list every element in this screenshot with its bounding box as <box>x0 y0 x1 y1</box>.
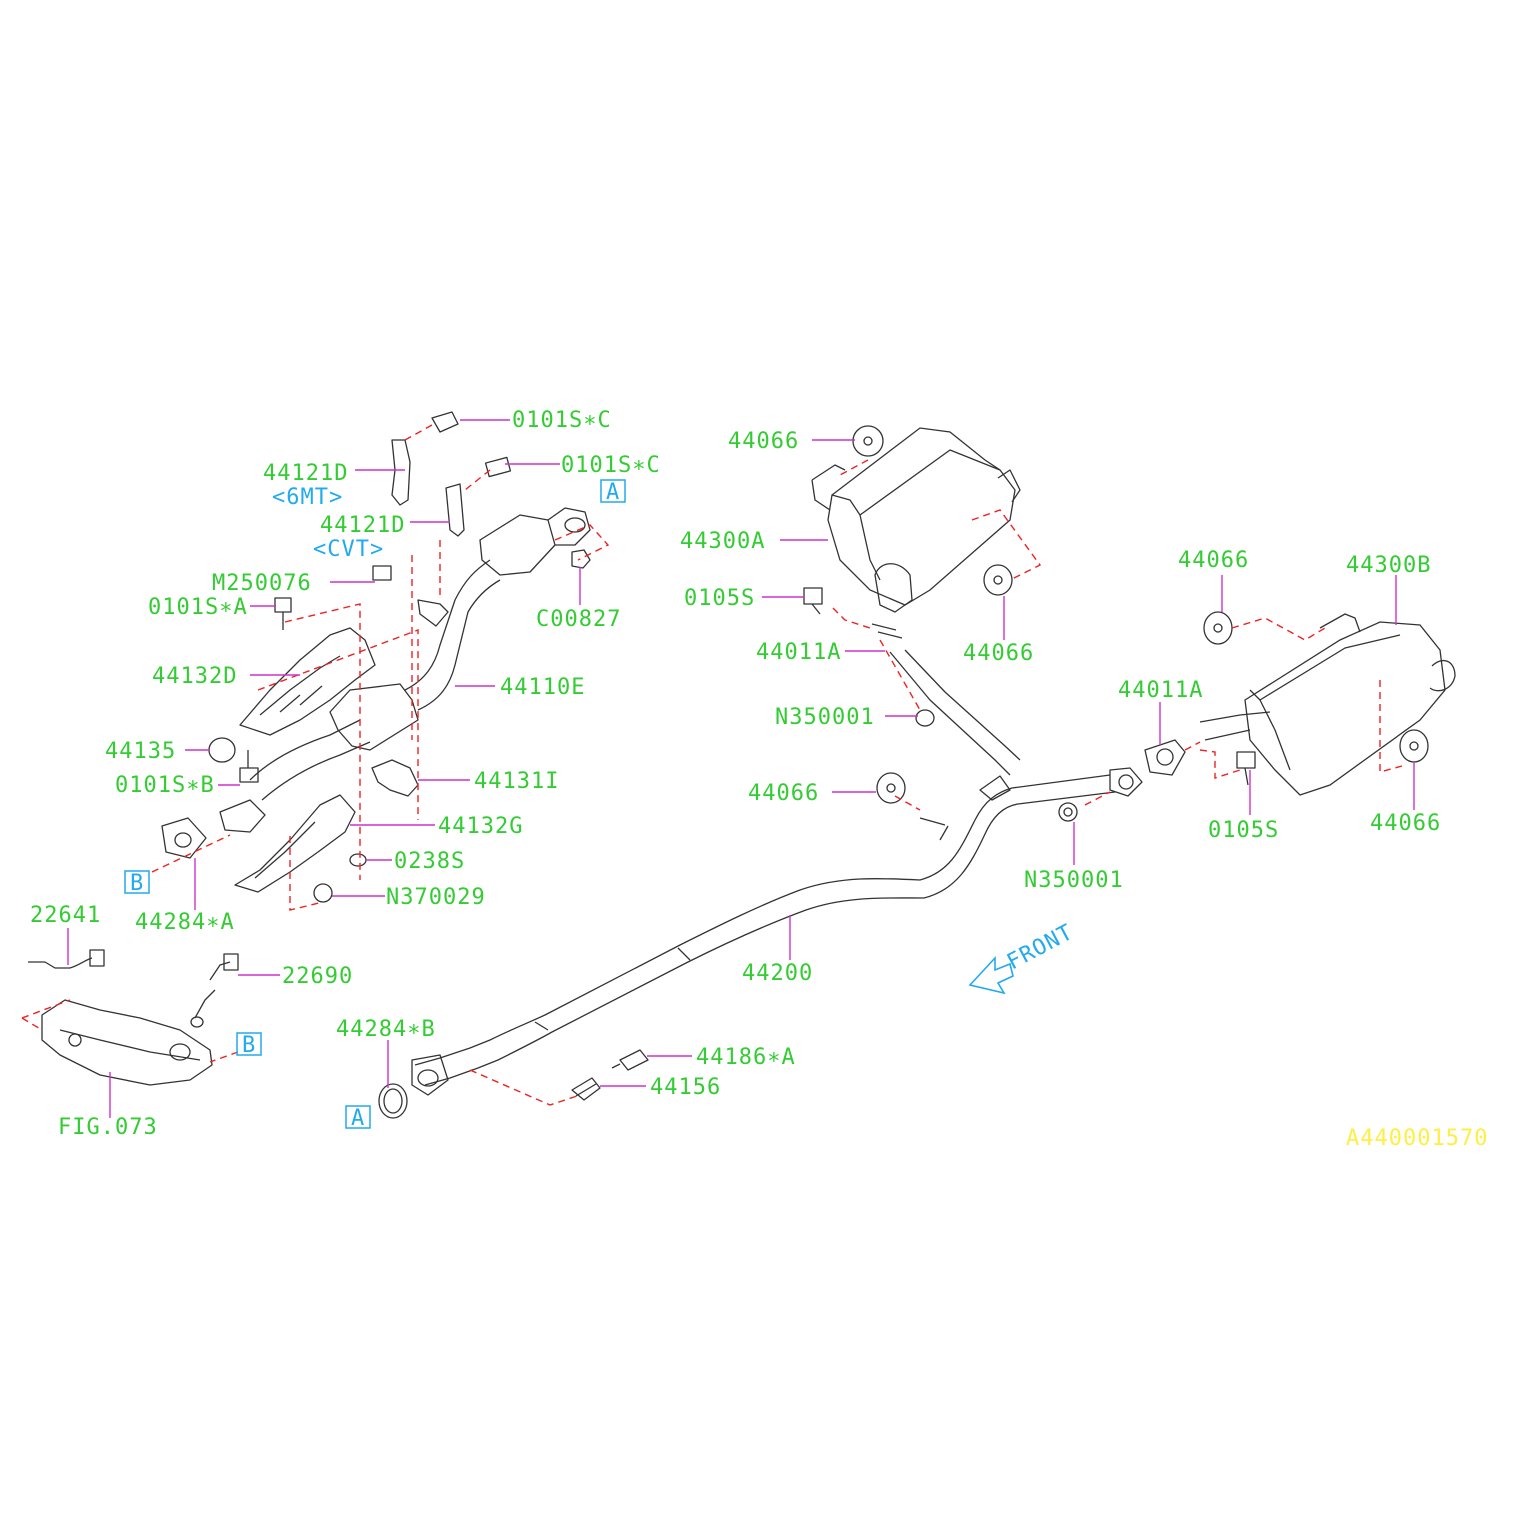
bolts <box>239 411 1256 786</box>
bracket-44121d-cvt <box>445 483 465 537</box>
label-44011a-1: 44011A <box>756 640 841 665</box>
label-22641: 22641 <box>30 903 101 928</box>
front-arrow-icon <box>968 955 1014 995</box>
ref-box-b-left <box>124 870 150 894</box>
label-44156: 44156 <box>650 1075 721 1100</box>
exhaust-manifold-fig073 <box>41 999 213 1086</box>
label-m250076: M250076 <box>212 571 312 596</box>
rubber-hangers-44066 <box>852 425 1429 804</box>
hanger-44156 <box>571 1049 649 1101</box>
label-0101s-b: 0101S∗B <box>115 773 215 798</box>
reference-boxes <box>124 479 626 1129</box>
label-44066-4: 44066 <box>1178 548 1249 573</box>
label-44135: 44135 <box>105 739 176 764</box>
label-n350001-1: N350001 <box>775 705 875 730</box>
note-cvt: <CVT> <box>313 537 384 562</box>
label-n370029: N370029 <box>386 885 486 910</box>
muffler-44300a <box>811 427 1021 613</box>
ref-box-a-bottom <box>345 1105 371 1129</box>
label-44121d-cvt: 44121D <box>320 513 405 538</box>
oxygen-sensors <box>28 949 239 1028</box>
label-44132d: 44132D <box>152 664 237 689</box>
label-44011a-2: 44011A <box>1118 678 1203 703</box>
label-44186-a: 44186∗A <box>696 1045 796 1070</box>
label-44200: 44200 <box>742 961 813 986</box>
label-44300b: 44300B <box>1346 553 1431 578</box>
ref-label-a-bottom: A <box>351 1106 365 1131</box>
label-0101s-a: 0101S∗A <box>148 595 248 620</box>
labels: 0101S∗C 44121D <6MT> 0101S∗C 44121D <CVT… <box>30 408 1488 1151</box>
part-outlines <box>28 411 1456 1119</box>
ref-box-b-manifold <box>236 1032 262 1056</box>
label-44300a: 44300A <box>680 529 765 554</box>
label-0105s-1: 0105S <box>684 586 755 611</box>
ref-label-a-top: A <box>606 480 620 505</box>
label-0105s-2: 0105S <box>1208 818 1279 843</box>
assembly-lines <box>21 424 1403 1106</box>
diagram-code: A440001570 <box>1346 1126 1488 1151</box>
ref-label-b-manifold: B <box>242 1033 256 1058</box>
leader-lines <box>67 419 1415 1118</box>
nuts <box>313 549 1078 903</box>
label-0101s-c-2: 0101S∗C <box>561 453 661 478</box>
label-22690: 22690 <box>282 964 353 989</box>
label-n350001-2: N350001 <box>1024 868 1124 893</box>
label-44066-3: 44066 <box>748 781 819 806</box>
heat-shield-44132g <box>234 794 356 893</box>
label-front: FRONT <box>1003 920 1078 976</box>
label-44066-2: 44066 <box>963 641 1034 666</box>
label-44066-1: 44066 <box>728 429 799 454</box>
label-0238s: 0238S <box>394 849 465 874</box>
front-pipe-44110e <box>249 507 591 801</box>
label-44066-5: 44066 <box>1370 811 1441 836</box>
gaskets <box>161 623 1186 1119</box>
label-fig073: FIG.073 <box>58 1115 158 1140</box>
ref-box-a-top <box>600 479 626 503</box>
label-44131i: 44131I <box>474 769 559 794</box>
label-0101s-c-1: 0101S∗C <box>512 408 612 433</box>
label-44110e: 44110E <box>500 675 585 700</box>
label-c00827: C00827 <box>536 607 621 632</box>
center-pipe-44200 <box>411 649 1143 1096</box>
label-44284-b: 44284∗B <box>336 1017 436 1042</box>
ref-label-b-left: B <box>130 871 144 896</box>
label-44284-a: 44284∗A <box>135 910 235 935</box>
label-44132g: 44132G <box>438 814 523 839</box>
heat-shield-44132d <box>239 627 376 736</box>
heat-shield-44131i <box>371 759 419 797</box>
muffler-44300b <box>1199 613 1456 796</box>
bracket-44121d-6mt <box>391 439 411 506</box>
label-44121d-6mt: 44121D <box>263 461 348 486</box>
note-6mt: <6MT> <box>272 485 343 510</box>
